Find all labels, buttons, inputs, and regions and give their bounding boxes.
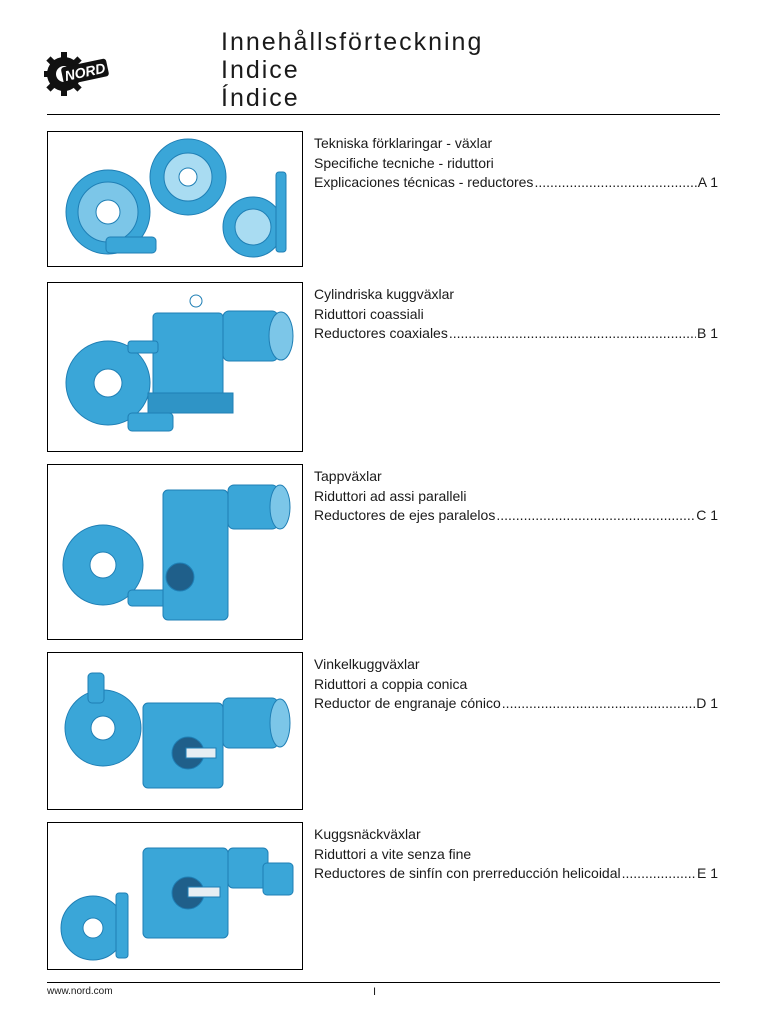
entry-line-italian: Riduttori coassiali (314, 305, 424, 322)
toc-page-ref[interactable]: B 1 (696, 325, 718, 341)
entry-line-italian: Specifiche tecniche - riduttori (314, 154, 494, 171)
entry-image-b (47, 282, 303, 452)
entry-line-italian: Riduttori a vite senza fine (314, 845, 472, 862)
toc-page-ref[interactable]: E 1 (696, 865, 718, 881)
toc-entry-a: Tekniska förklaringar - växlar Specifich… (47, 131, 720, 268)
entry-line-swedish: Tekniska förklaringar - växlar (314, 135, 493, 151)
toc-leader-dots (622, 864, 696, 884)
toc-label: Reductores de ejes paralelos (314, 507, 496, 523)
top-rule (47, 114, 720, 115)
entry-line-italian: Riduttori a coppia conica (314, 675, 468, 692)
toc-label: Reductor de engranaje cónico (314, 695, 501, 711)
entry-line-spanish[interactable]: Reductores coaxiales B 1 (314, 324, 718, 344)
gear-set-icon (65, 138, 287, 258)
entry-image-c (47, 464, 303, 640)
toc-leader-dots (534, 173, 696, 193)
entry-line-swedish: Cylindriska kuggväxlar (314, 286, 455, 302)
nord-logo: NORD (44, 52, 109, 96)
toc-entry-c: Tappväxlar Riduttori ad assi paralleli R… (47, 464, 720, 641)
toc-leader-dots (502, 694, 695, 714)
toc-page-ref[interactable]: C 1 (696, 507, 718, 523)
entry-image-d (47, 652, 303, 810)
entry-text-c: Tappväxlar Riduttori ad assi paralleli R… (314, 467, 718, 526)
page-title: Innehållsförteckning Indice Índice (221, 28, 483, 112)
entry-line-spanish[interactable]: Reductores de sinfín con prerreducción h… (314, 864, 718, 884)
entry-line-spanish[interactable]: Reductores de ejes paralelos C 1 (314, 506, 718, 526)
entry-image-a (47, 131, 303, 267)
toc-page-ref[interactable]: A 1 (697, 174, 718, 190)
toc-entry-e: Kuggsnäckväxlar Riduttori a vite senza f… (47, 822, 720, 971)
entry-line-spanish[interactable]: Explicaciones técnicas - reductores A 1 (314, 173, 718, 193)
bevel-gearmotor-icon (64, 672, 291, 789)
bottom-rule (47, 982, 720, 983)
footer-page-number: I (373, 986, 377, 998)
toc-label: Reductores de sinfín con prerreducción h… (314, 865, 621, 881)
entry-line-swedish: Tappväxlar (314, 468, 382, 484)
entry-image-e (47, 822, 303, 970)
entry-line-italian: Riduttori ad assi paralleli (314, 487, 467, 504)
footer-url[interactable]: www.nord.com (47, 986, 113, 997)
toc-leader-dots (449, 324, 696, 344)
entry-line-swedish: Kuggsnäckväxlar (314, 826, 421, 842)
toc-entry-d: Vinkelkuggväxlar Riduttori a coppia coni… (47, 652, 720, 811)
helical-gearmotor-icon (65, 294, 294, 432)
toc-page-ref[interactable]: D 1 (696, 695, 718, 711)
worm-gearmotor-icon (60, 847, 294, 961)
entry-line-swedish: Vinkelkuggväxlar (314, 656, 420, 672)
entry-line-spanish[interactable]: Reductor de engranaje cónico D 1 (314, 694, 718, 714)
title-italian: Indice (221, 56, 300, 84)
toc-entry-b: Cylindriska kuggväxlar Riduttori coassia… (47, 282, 720, 453)
entry-text-b: Cylindriska kuggväxlar Riduttori coassia… (314, 285, 718, 344)
title-swedish: Innehållsförteckning (221, 28, 484, 56)
toc-label: Reductores coaxiales (314, 325, 448, 341)
toc-label: Explicaciones técnicas - reductores (314, 174, 534, 190)
entry-text-a: Tekniska förklaringar - växlar Specifich… (314, 134, 718, 193)
toc-leader-dots (496, 506, 695, 526)
parallel-shaft-gearmotor-icon (62, 484, 291, 621)
title-spanish: Índice (221, 84, 300, 112)
entry-text-d: Vinkelkuggväxlar Riduttori a coppia coni… (314, 655, 718, 714)
entry-text-e: Kuggsnäckväxlar Riduttori a vite senza f… (314, 825, 718, 884)
